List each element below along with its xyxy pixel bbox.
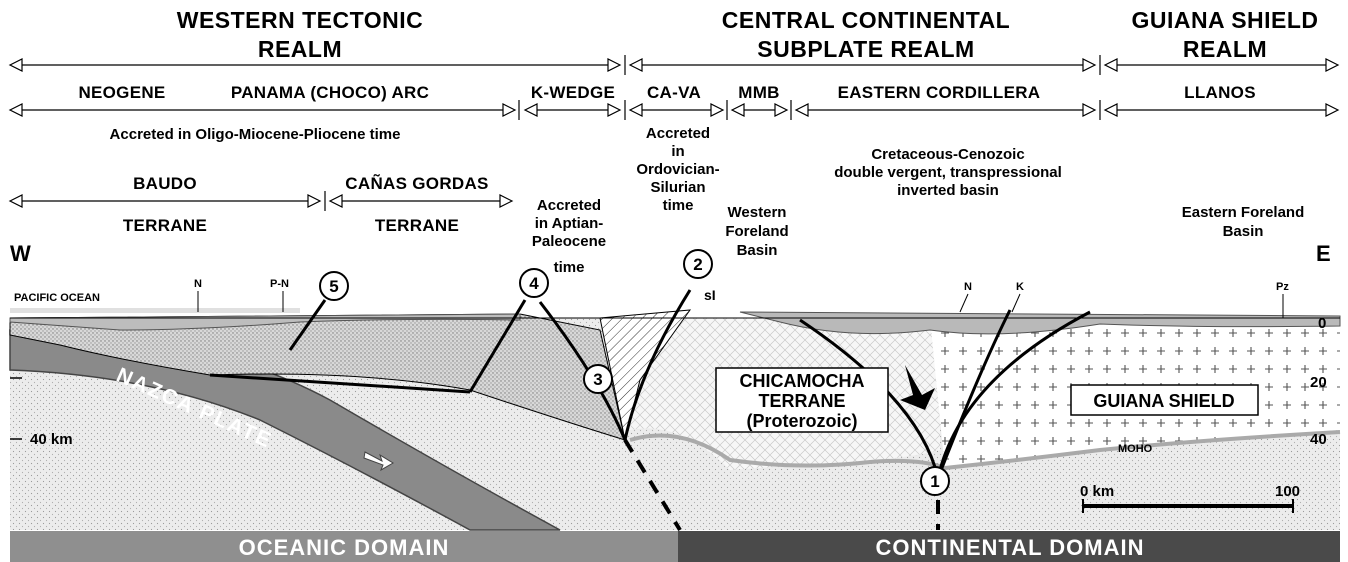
unit-llanos: LLANOS — [1184, 83, 1256, 102]
unit-eastern-cordillera: EASTERN CORDILLERA — [838, 83, 1041, 102]
realm-central-line2: SUBPLATE REALM — [757, 36, 974, 62]
marker-n-west: N — [194, 278, 202, 290]
depth-right-20: 20 — [1310, 374, 1327, 391]
note-western-foreland: Western Foreland Basin — [725, 204, 788, 259]
chicamocha-line1: CHICAMOCHA — [740, 371, 865, 391]
terrane-arrows — [10, 191, 512, 211]
note-ordovician-line1: Accreted — [646, 125, 710, 142]
terrane-canas-gordas-name: CAÑAS GORDAS — [345, 173, 488, 193]
fault-number-2: 2 — [693, 255, 702, 274]
note-aptian-line1: Accreted — [537, 197, 601, 214]
note-cretaceous-line3: inverted basin — [897, 182, 999, 199]
marker-k: K — [1016, 281, 1024, 293]
fault-number-3: 3 — [593, 370, 602, 389]
marker-pz: Pz — [1276, 281, 1289, 293]
chicamocha-line2: TERRANE — [758, 391, 845, 411]
unit-neogene: NEOGENE — [78, 83, 165, 102]
scale-end: 100 — [1275, 483, 1300, 500]
note-eastern-foreland-line2: Basin — [1223, 223, 1264, 240]
terrane-baudo-name: BAUDO — [133, 174, 197, 193]
note-aptian-line2: in Aptian- — [535, 215, 604, 232]
note-aptian-line4: time — [554, 259, 585, 276]
realm-guiana-line2: REALM — [1183, 36, 1267, 62]
note-accreted-oligo: Accreted in Oligo-Miocene-Pliocene time — [110, 126, 401, 143]
note-ordovician-line5: time — [663, 197, 694, 214]
note-eastern-foreland: Eastern Foreland Basin — [1182, 204, 1305, 240]
marker-pn: P-N — [270, 278, 289, 290]
chicamocha-label-box: CHICAMOCHA TERRANE (Proterozoic) — [716, 368, 888, 432]
realm-arrows — [10, 55, 1338, 75]
west-label: W — [10, 241, 31, 266]
depth-right-0: 0 — [1318, 315, 1326, 332]
depth-40-km: 40 km — [30, 431, 73, 448]
note-western-foreland-line3: Basin — [737, 242, 778, 259]
unit-mmb: MMB — [738, 83, 780, 102]
note-cretaceous-line1: Cretaceous-Cenozoic — [871, 146, 1024, 163]
note-cretaceous-basin: Cretaceous-Cenozoic double vergent, tran… — [834, 146, 1062, 199]
guiana-shield-label: GUIANA SHIELD — [1093, 391, 1234, 411]
terrane-canas-gordas-label: TERRANE — [375, 216, 459, 235]
realm-western-line1: WESTERN TECTONIC — [177, 7, 424, 33]
note-western-foreland-line1: Western — [728, 204, 787, 221]
marker-n-east: N — [964, 281, 972, 293]
note-eastern-foreland-line1: Eastern Foreland — [1182, 204, 1305, 221]
note-accreted-aptian: Accreted in Aptian- Paleocene time — [532, 197, 606, 276]
unit-k-wedge: K-WEDGE — [531, 83, 615, 102]
note-cretaceous-line2: double vergent, transpressional — [834, 164, 1062, 181]
east-label: E — [1316, 241, 1331, 266]
oceanic-domain-label: OCEANIC DOMAIN — [239, 535, 450, 560]
fault-number-4: 4 — [529, 274, 539, 293]
continental-domain-label: CONTINENTAL DOMAIN — [876, 535, 1145, 560]
realm-central-line1: CENTRAL CONTINENTAL — [722, 7, 1010, 33]
unit-panama-arc: PANAMA (CHOCO) ARC — [231, 83, 429, 102]
realm-western-line2: REALM — [258, 36, 342, 62]
chicamocha-line3: (Proterozoic) — [746, 411, 857, 431]
pacific-ocean-label: PACIFIC OCEAN — [14, 292, 100, 304]
depth-right-40: 40 — [1310, 431, 1327, 448]
unit-arrows — [10, 100, 1338, 120]
moho-label: MOHO — [1118, 443, 1153, 455]
note-western-foreland-line2: Foreland — [725, 223, 788, 240]
fault-number-5: 5 — [329, 277, 338, 296]
scale-start: 0 km — [1080, 483, 1114, 500]
marker-si: sI — [704, 287, 716, 303]
note-aptian-line3: Paleocene — [532, 233, 606, 250]
note-ordovician-line2: in — [671, 143, 684, 160]
note-accreted-ordovician: Accreted in Ordovician- Silurian time — [636, 125, 719, 214]
realm-guiana-line1: GUIANA SHIELD — [1131, 7, 1318, 33]
terrane-baudo-label: TERRANE — [123, 216, 207, 235]
fault-number-1: 1 — [930, 472, 939, 491]
note-ordovician-line4: Silurian — [650, 179, 705, 196]
guiana-shield-label-box: GUIANA SHIELD — [1071, 385, 1258, 415]
note-ordovician-line3: Ordovician- — [636, 161, 719, 178]
unit-ca-va: CA-VA — [647, 83, 701, 102]
pacific-water — [10, 308, 300, 313]
